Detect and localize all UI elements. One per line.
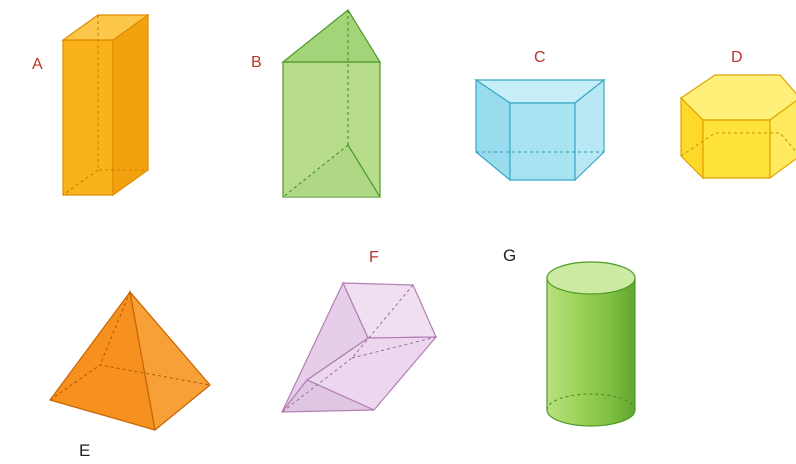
prism-a-right-face: [112, 13, 149, 197]
cylinder-g-body: [546, 277, 636, 427]
pyramid-e-right-face: [129, 289, 211, 432]
label-a: A: [32, 56, 43, 73]
shape-e-square-pyramid: [49, 289, 211, 432]
prism-d-right-face: [769, 100, 796, 180]
cylinder-g-top-face: [546, 261, 636, 295]
prism-d-front-face: [702, 119, 771, 179]
shape-g-cylinder: [546, 261, 636, 427]
prism-a-top-face: [61, 14, 150, 41]
shape-a-rectangular-prism: [61, 13, 150, 197]
label-f: F: [369, 249, 379, 266]
prism-c-front-face: [509, 102, 576, 181]
prism-a-front-face: [62, 39, 114, 196]
label-e: E: [79, 441, 90, 460]
shape-c-trapezoidal-prism: [474, 78, 606, 182]
shape-d-hexagonal-prism: [680, 74, 796, 180]
shape-b-triangular-prism: [281, 9, 382, 198]
label-g: G: [503, 246, 516, 265]
prism-f-bottom-face: [280, 379, 375, 413]
prism-b-side-face: [281, 9, 382, 63]
label-b: B: [251, 54, 262, 71]
label-d: D: [731, 49, 743, 66]
shape-f-slanted-prism: [280, 281, 438, 413]
prism-a-hidden-edges: [97, 15, 148, 171]
label-c: C: [534, 49, 546, 66]
